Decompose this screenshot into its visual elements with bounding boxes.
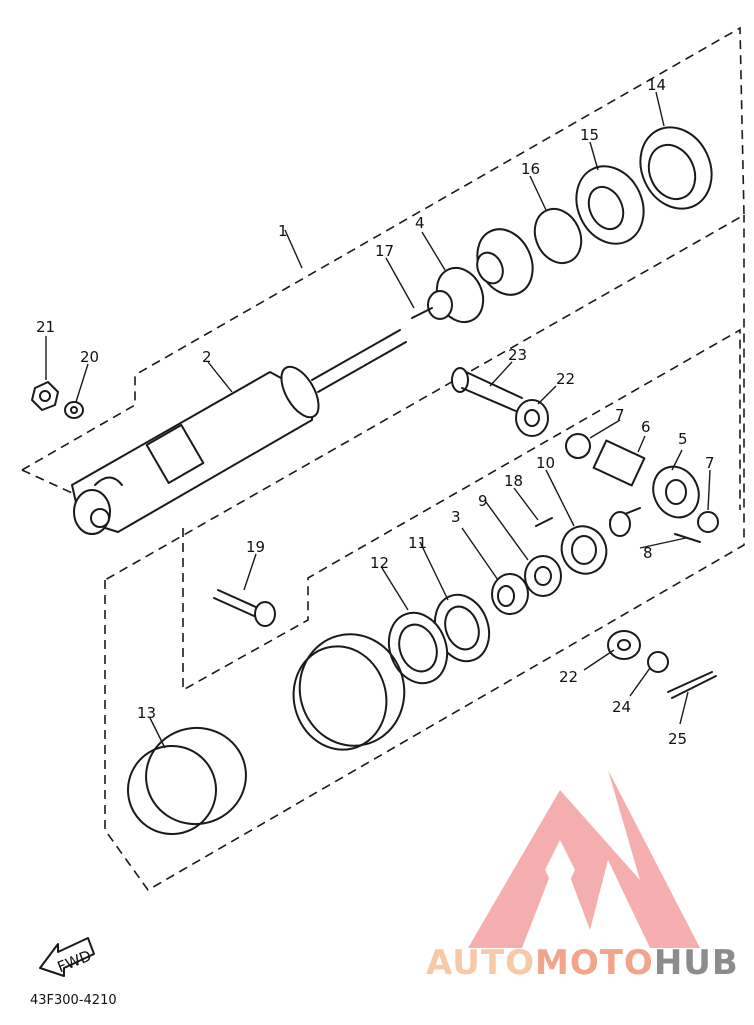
callout-7b: 7 [705,454,715,472]
callout-8: 8 [643,544,653,562]
brand-hub: HUB [654,943,739,983]
callout-13: 13 [137,704,156,722]
callout-24: 24 [612,698,631,716]
callout-leaders [45,91,711,749]
spring-adjuster [476,228,534,296]
callout-6: 6 [641,418,651,436]
callout-11: 11 [408,534,427,552]
callout-25: 25 [668,730,687,748]
callout-21: 21 [36,318,55,336]
lower-hardware [607,630,717,699]
nut-and-washer [31,381,84,419]
seal-ring [639,126,713,210]
callout-22b: 22 [559,668,578,686]
callout-20: 20 [80,348,99,366]
callout-1: 1 [278,222,288,240]
rubber-bump-stop [411,266,485,324]
svg-text:AUTOMOTOHUB: AUTOMOTOHUB [426,943,739,983]
brand-auto: AUTO [426,943,535,983]
callout-9: 9 [478,492,488,510]
shock-absorber-body [71,329,407,535]
callout-numbers: 1 2 3 4 5 6 7 7 8 9 10 11 12 13 14 15 16… [36,76,715,748]
circlip [533,207,583,265]
callout-3: 3 [451,508,461,526]
mounting-bolt [213,589,276,627]
lock-rings [387,593,491,685]
callout-17: 17 [375,242,394,260]
callout-4: 4 [415,214,425,232]
callout-23: 23 [508,346,527,364]
callout-14: 14 [647,76,666,94]
watermark-logo [468,770,700,948]
callout-2: 2 [202,348,212,366]
springs [127,633,406,835]
callout-18: 18 [504,472,523,490]
forward-direction-arrow: FWD [39,937,95,977]
callout-16: 16 [521,160,540,178]
callout-5: 5 [678,430,688,448]
spring-seat-upper [575,165,645,245]
callout-15: 15 [580,126,599,144]
callout-10: 10 [536,454,555,472]
watermark-text: AUTOMOTOHUB [426,943,739,983]
part-code: 43F300-4210 [30,993,117,1008]
callout-12: 12 [370,554,389,572]
callout-19: 19 [246,538,265,556]
assembly-dashed-outlines [21,26,745,892]
callout-7a: 7 [615,406,625,424]
link-bushings [565,433,719,543]
pivot-pin [451,367,549,437]
callout-22a: 22 [556,370,575,388]
brand-moto: MOTO [535,943,654,983]
adjuster-nuts [491,517,608,615]
